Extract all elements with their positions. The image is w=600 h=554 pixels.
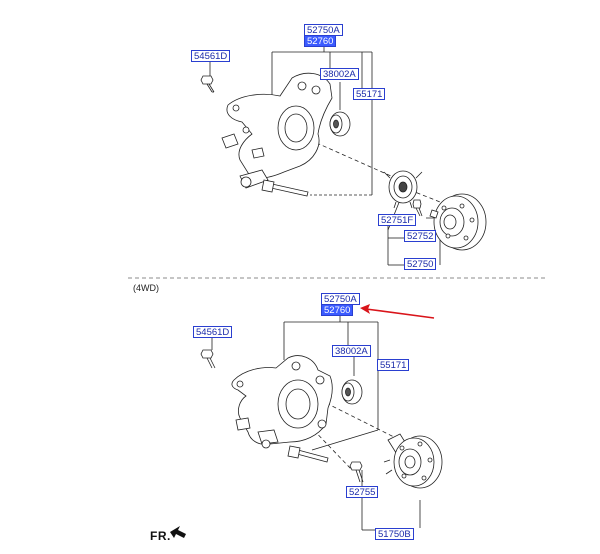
top-bushing-icon (329, 111, 351, 137)
top-small-bolt-icon (412, 199, 423, 217)
bottom-label-bush[interactable]: 38002A (332, 345, 371, 357)
red-pointer-arrow-icon (360, 304, 435, 319)
bottom-bolt-icon (200, 349, 216, 369)
top-long-bolt-icon (261, 179, 309, 197)
bottom-knuckle-icon (231, 355, 333, 449)
bottom-hub-icon (383, 433, 443, 489)
section-label-4wd: (4WD) (133, 283, 159, 293)
top-bearing-icon (383, 170, 423, 209)
top-label-hub-b[interactable]: 52752 (404, 230, 437, 242)
top-label-bolt[interactable]: 54561D (191, 50, 231, 62)
bottom-label-hub[interactable]: 51750B (375, 528, 414, 540)
front-direction-label: FR. (150, 529, 171, 543)
bottom-label-knuckle[interactable]: 55171 (377, 359, 410, 371)
bottom-label-main-sub[interactable]: 52760 (321, 304, 354, 316)
bottom-small-bolt-icon (349, 461, 364, 483)
top-label-bush[interactable]: 38002A (320, 68, 359, 80)
top-knuckle-icon (221, 72, 333, 189)
top-label-knuckle[interactable]: 55171 (353, 88, 386, 100)
top-hub-icon (426, 193, 487, 251)
bottom-bushing-icon (341, 379, 363, 405)
top-label-hub-c[interactable]: 52750 (404, 258, 437, 270)
bottom-long-bolt-icon (287, 445, 329, 463)
bottom-leader-lines (211, 316, 421, 531)
front-direction-arrow-icon (170, 526, 186, 538)
top-bolt-icon (200, 75, 215, 93)
top-label-hub-a[interactable]: 52751F (378, 214, 417, 226)
bottom-label-bolt2[interactable]: 52755 (346, 486, 379, 498)
top-label-main-sub[interactable]: 52760 (304, 35, 337, 47)
bottom-label-bolt[interactable]: 54561D (193, 326, 233, 338)
